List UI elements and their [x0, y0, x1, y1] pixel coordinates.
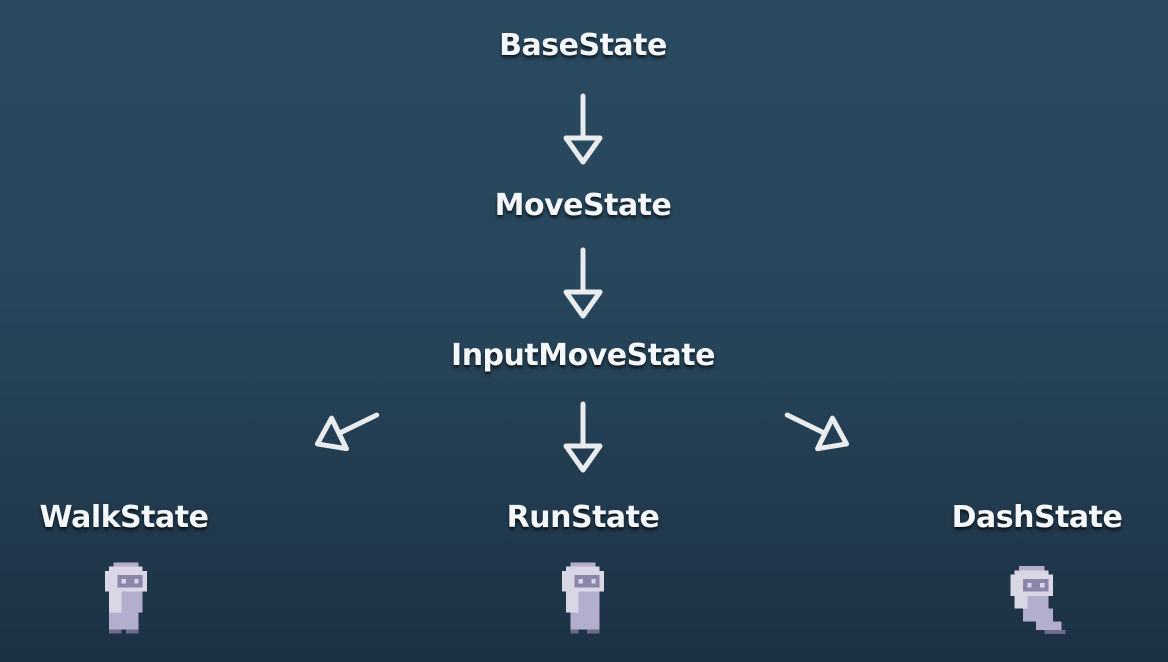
- node-run-state: RunState: [506, 500, 660, 535]
- arrow-move-to-input: [563, 247, 603, 319]
- node-dash-state: DashState: [951, 500, 1123, 535]
- arrow-input-to-run: [563, 401, 603, 473]
- node-input-move-state: InputMoveState: [451, 338, 715, 373]
- run-ghost-sprite-icon: [562, 562, 604, 634]
- dash-ghost-sprite-icon: [1010, 566, 1066, 634]
- node-walk-state: WalkState: [39, 500, 209, 535]
- arrow-input-to-walk: [314, 412, 380, 452]
- arrow-input-to-dash: [784, 412, 850, 452]
- node-base-state: BaseState: [499, 28, 667, 63]
- arrow-base-to-move: [563, 93, 603, 165]
- walk-ghost-sprite-icon: [105, 562, 147, 634]
- node-move-state: MoveState: [494, 188, 672, 223]
